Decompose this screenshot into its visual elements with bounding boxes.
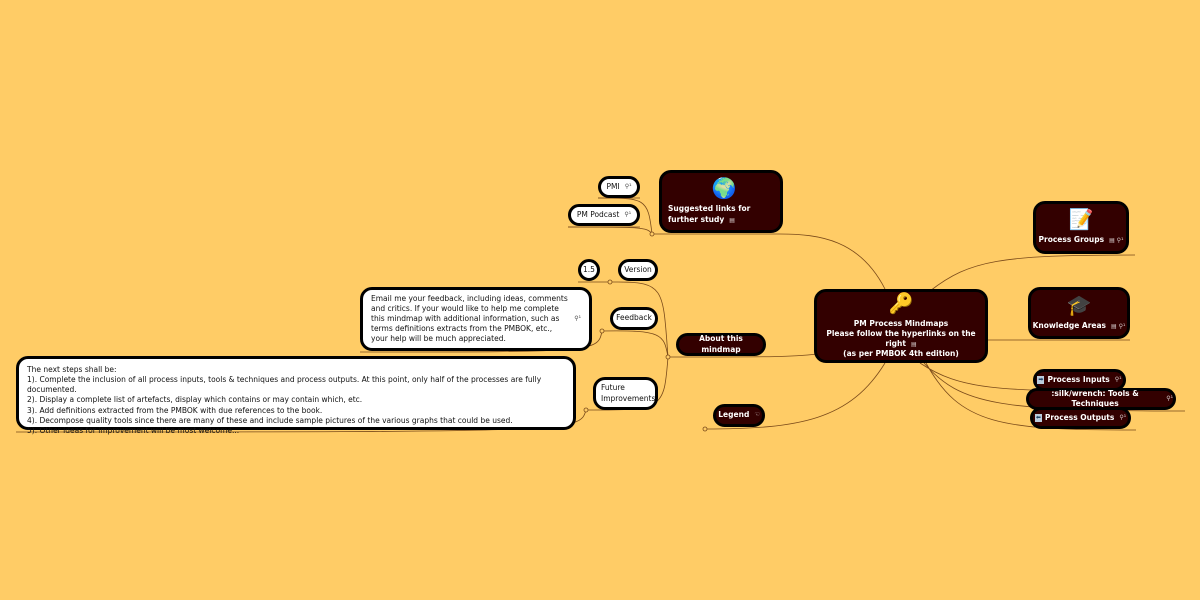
knowledge-areas-node[interactable]: 🎓 Knowledge Areas▤ ⚲¹ bbox=[1028, 287, 1130, 339]
link-icon: ⚲¹ bbox=[1166, 394, 1173, 402]
link-icon: ⚲¹ bbox=[624, 210, 632, 218]
arrow-right-icon: ➡ bbox=[1037, 375, 1045, 385]
process-groups-node[interactable]: 📝 Process Groups▤ ⚲¹ bbox=[1033, 201, 1129, 254]
future-improvements-node[interactable]: Future Improvements bbox=[593, 377, 658, 410]
sticky-note-icon: 📝 bbox=[1068, 207, 1094, 232]
link-icon: ⚲¹ bbox=[624, 182, 632, 190]
note-icon: ▤ bbox=[729, 216, 735, 224]
keys-icon: 🔑 bbox=[888, 290, 914, 315]
link-icon: ⚲¹ bbox=[1119, 413, 1127, 421]
version-value-node[interactable]: 1.5 bbox=[578, 259, 600, 281]
legend-node[interactable]: Legend☜ bbox=[713, 404, 765, 427]
arrow-left-icon: ⬅ bbox=[1034, 413, 1042, 423]
feedback-node[interactable]: Feedback bbox=[610, 307, 658, 330]
next-steps-node[interactable]: The next steps shall be: 1). Complete th… bbox=[16, 356, 576, 435]
note-icon: ▤ bbox=[910, 341, 917, 348]
link-icon: ⚲¹ bbox=[574, 314, 581, 322]
link-icon: ▤ ⚲¹ bbox=[1111, 322, 1126, 330]
link-icon: ⚲¹ bbox=[1114, 375, 1122, 383]
process-outputs-node[interactable]: ⬅ Process Outputs⚲¹ bbox=[1030, 407, 1131, 429]
pmi-node[interactable]: PMI⚲¹ bbox=[598, 176, 640, 198]
central-topic[interactable]: 🔑 PM Process Mindmaps Please follow the … bbox=[814, 289, 988, 363]
pointer-icon: ☜ bbox=[754, 411, 760, 419]
pm-podcast-node[interactable]: PM Podcast⚲¹ bbox=[568, 204, 640, 226]
version-node[interactable]: Version bbox=[618, 259, 658, 281]
about-node[interactable]: About this mindmap bbox=[676, 333, 766, 356]
link-icon: ▤ ⚲¹ bbox=[1109, 237, 1124, 245]
globe-icon: 🌍 bbox=[711, 176, 737, 201]
feedback-text-node[interactable]: Email me your feedback, including ideas,… bbox=[360, 287, 592, 351]
graduation-cap-icon: 🎓 bbox=[1066, 292, 1092, 317]
suggested-links-node[interactable]: 🌍 Suggested links for further study▤ bbox=[659, 170, 783, 233]
